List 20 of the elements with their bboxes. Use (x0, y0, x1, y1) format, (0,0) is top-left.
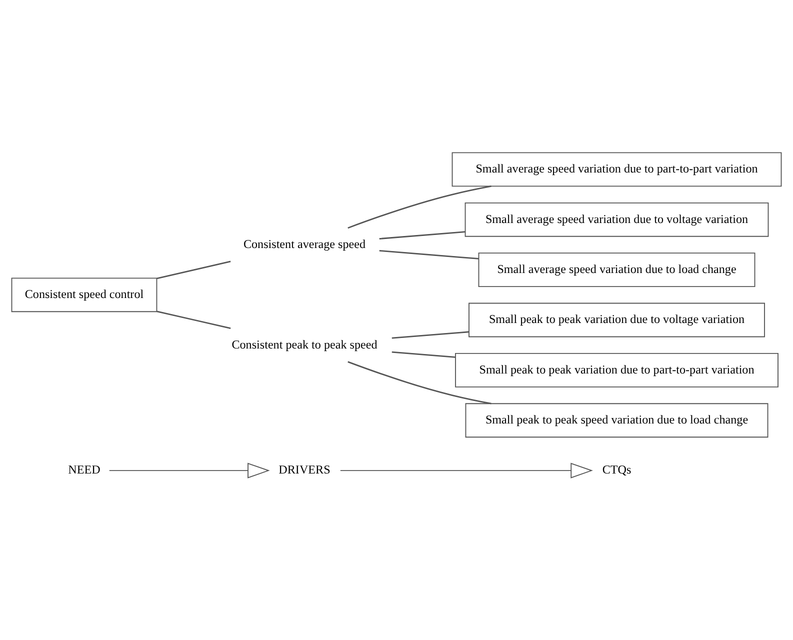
node-text: NEED (68, 462, 100, 477)
connector (392, 331, 469, 339)
node-box: Small peak to peak variation due to voltage variation (468, 302, 765, 338)
connector (379, 231, 466, 240)
connector (379, 250, 479, 260)
connector (156, 260, 231, 280)
arrow (340, 462, 593, 478)
node-text: Consistent average speed (243, 236, 366, 251)
node-box: Small average speed variation due to load change (478, 252, 756, 287)
node-box: Small average speed variation due to voltage variation (464, 202, 769, 237)
node-box: Small peak to peak variation due to part-to-part variation (455, 353, 778, 388)
connector (392, 351, 456, 358)
node-box: Small peak to peak speed variation due to load change (465, 403, 768, 438)
node-box: Small average speed variation due to part-to-part variation (452, 152, 782, 187)
arrow (108, 462, 270, 478)
node-text: DRIVERS (278, 462, 330, 477)
node-box: Consistent speed control (11, 278, 158, 312)
node-text: Consistent peak to peak speed (232, 337, 378, 352)
connector (156, 310, 231, 329)
node-text: CTQs (602, 462, 632, 477)
